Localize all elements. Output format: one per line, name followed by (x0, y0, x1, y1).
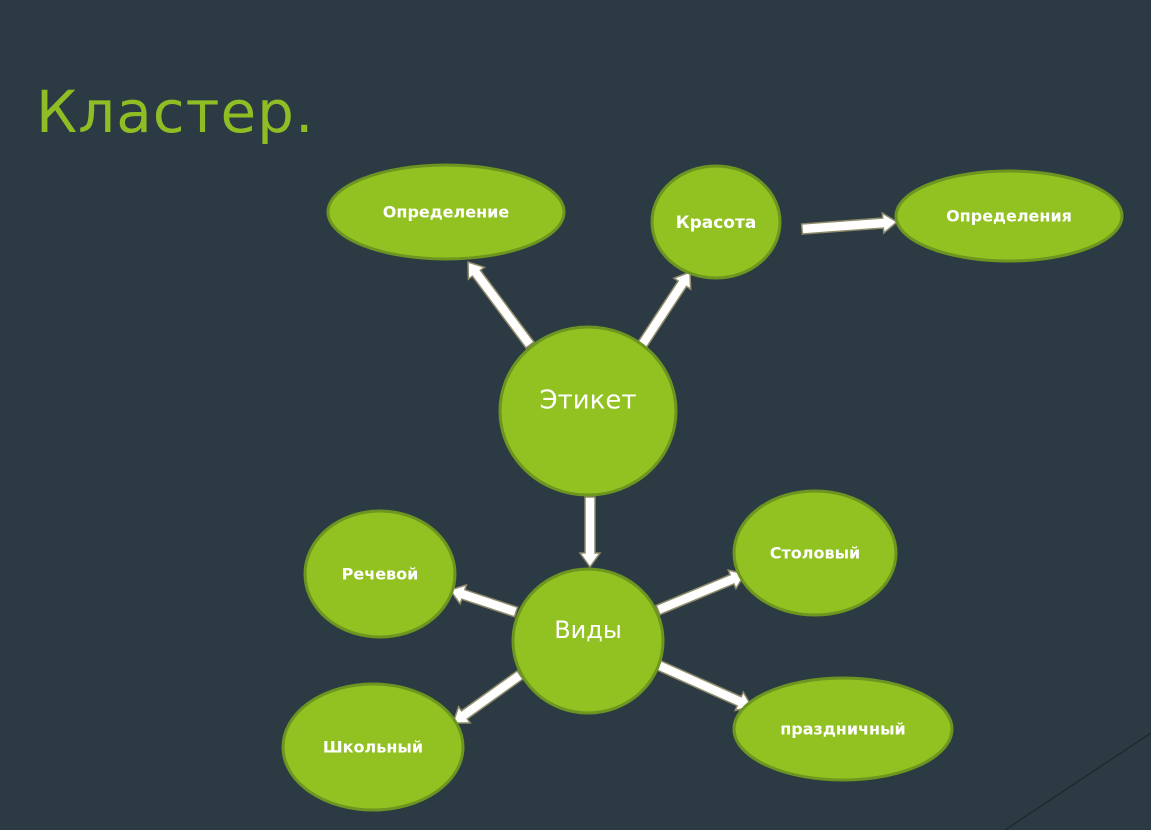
node-vidy: Виды (511, 567, 665, 715)
node-krasota: Красота (650, 164, 782, 280)
node-label: Определения (946, 207, 1072, 226)
node-label: Виды (554, 616, 622, 644)
node-etiket: Этикет (498, 325, 678, 497)
arrow-etiket-to-opredelenie (467, 260, 536, 350)
arrow-vidy-to-rechevoy (448, 583, 519, 618)
node-opredeleniya: Определения (894, 169, 1124, 263)
node-label: Определение (383, 203, 510, 222)
node-shape (326, 163, 566, 261)
arrow-etiket-to-vidy (578, 496, 602, 569)
arrow-vidy-to-shkolny (451, 669, 524, 724)
node-prazdnichny: праздничный (732, 676, 954, 782)
node-label: Этикет (539, 386, 636, 416)
node-shape (303, 509, 457, 639)
arrow-krasota-to-opredeleniya (800, 211, 899, 235)
node-shape (281, 682, 465, 812)
node-label: Красота (676, 213, 757, 233)
node-opredelenie: Определение (326, 163, 566, 261)
node-shape (894, 169, 1124, 263)
node-shkolny: Школьный (281, 682, 465, 812)
node-shape (732, 676, 954, 782)
arrow-etiket-to-krasota (636, 270, 692, 349)
slide-title: Кластер. (36, 78, 315, 146)
decorative-corner-line (1004, 732, 1151, 830)
node-label: Столовый (770, 544, 861, 563)
arrow-vidy-to-stolovy (655, 569, 747, 616)
node-shape (650, 164, 782, 280)
node-stolovy: Столовый (732, 489, 898, 617)
node-label: Речевой (342, 565, 419, 584)
node-label: праздничный (780, 720, 906, 739)
node-shape (498, 325, 678, 497)
node-shape (732, 489, 898, 617)
node-label: Школьный (323, 738, 423, 757)
node-shape (511, 567, 665, 715)
arrow-vidy-to-prazdnichny (654, 659, 754, 712)
node-rechevoy: Речевой (303, 509, 457, 639)
